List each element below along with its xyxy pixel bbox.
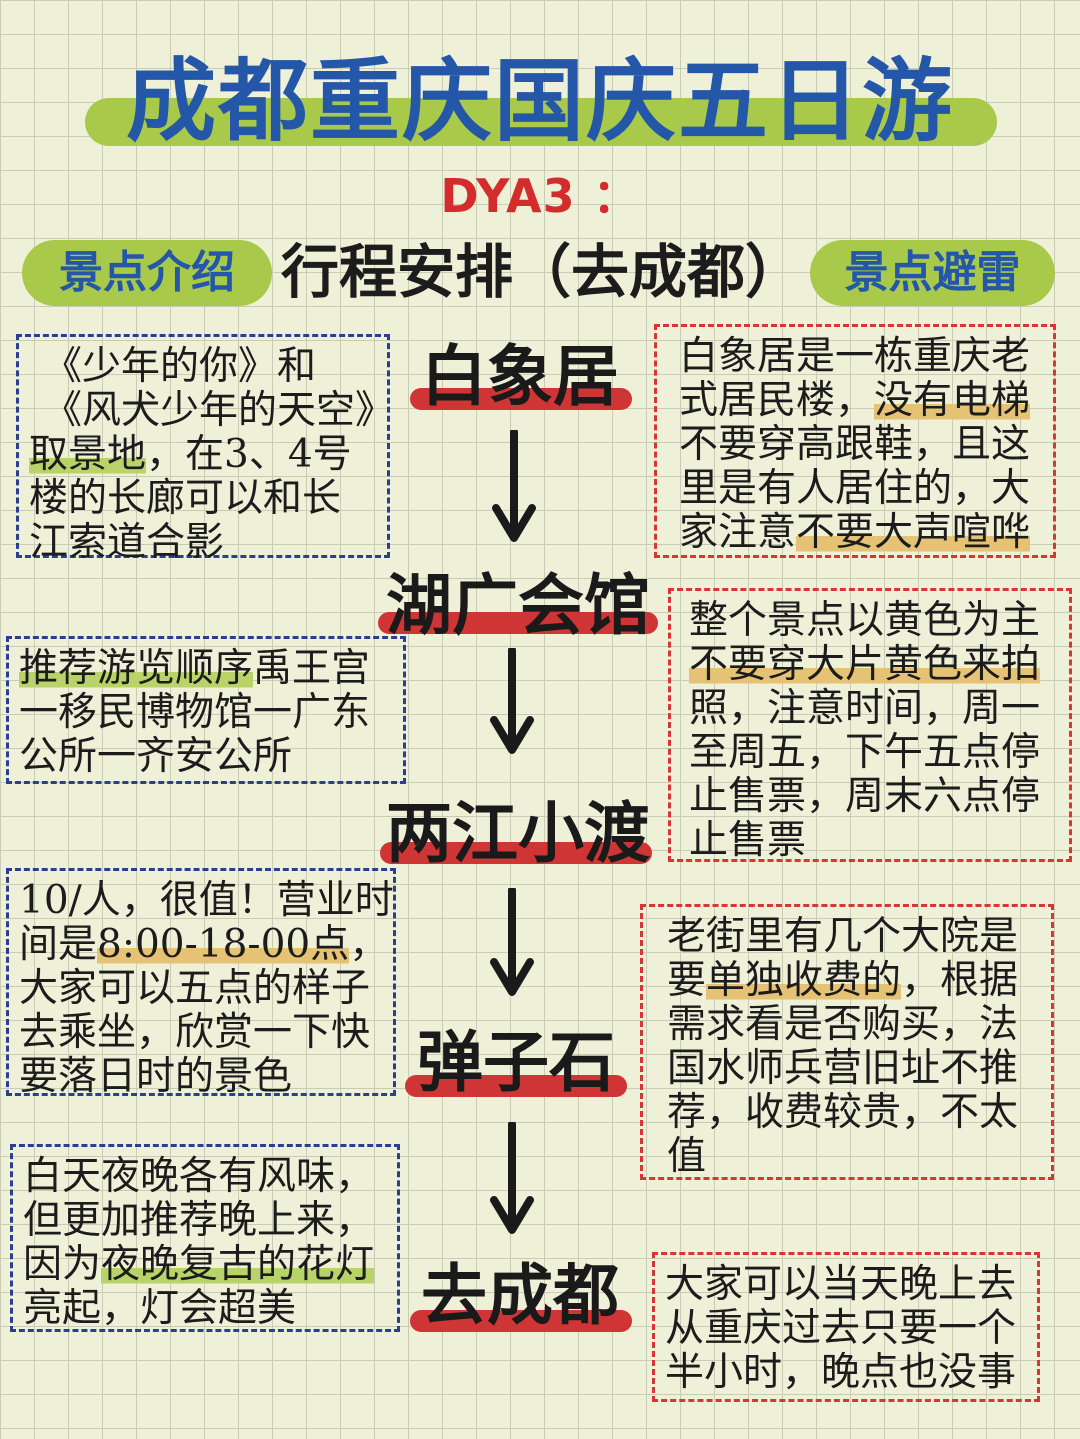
intro-text: 《少年的你》和 bbox=[43, 344, 317, 389]
tip-highlight: 单独收费的 bbox=[706, 958, 902, 1003]
tip-text: 不要穿高跟鞋，且这 bbox=[679, 422, 1031, 467]
intro-text: 一移民博物馆一广东 bbox=[19, 690, 371, 735]
stop-huguang-huiguan: 湖广会馆 bbox=[386, 566, 650, 644]
intro-box-liangjiang: 10/人，很值！营业时 间是8:00-18-00点， 大家可以五点的样子 去乘坐… bbox=[6, 868, 396, 1099]
intro-highlight: 夜晚复古的花灯 bbox=[101, 1242, 375, 1287]
intro-text: 但更加推荐晚上来， bbox=[23, 1198, 375, 1243]
intro-text: 白天夜晚各有风味， bbox=[23, 1154, 375, 1199]
intro-text: ， bbox=[349, 922, 389, 967]
tip-text: 大家可以当天晚上去 bbox=[665, 1262, 1017, 1307]
intro-text: 亮起，灯会超美 bbox=[23, 1286, 297, 1331]
tip-box-baixiangju: 白象居是一栋重庆老 式居民楼，没有电梯 不要穿高跟鞋，且这 里是有人居住的，大 … bbox=[654, 324, 1056, 558]
tip-text: 白象居是一栋重庆老 bbox=[679, 334, 1031, 379]
intro-box-danzishi: 白天夜晚各有风味， 但更加推荐晚上来， 因为夜晚复古的花灯 亮起，灯会超美 bbox=[10, 1144, 400, 1332]
day-label: DYA3 ： bbox=[440, 169, 640, 223]
down-arrow-icon bbox=[490, 888, 534, 996]
intro-text: ，在3、4号 bbox=[146, 432, 352, 477]
intro-box-baixiangju: 《少年的你》和 《风犬少年的天空》 取景地，在3、4号 楼的长廊可以和长 江索道… bbox=[16, 334, 394, 565]
stop-underline bbox=[410, 1310, 632, 1332]
tip-box-danzishi: 老街里有几个大院是 要单独收费的，根据 需求看是否购买，法 国水师兵营旧址不推 … bbox=[640, 904, 1054, 1180]
down-arrow-icon bbox=[490, 1122, 534, 1234]
intro-text: 大家可以五点的样子 bbox=[19, 966, 371, 1011]
tips-pill: 景点避雷 bbox=[810, 240, 1055, 306]
tip-text: 里是有人居住的，大 bbox=[679, 466, 1031, 511]
intro-text: 10/人，很值！营业时 bbox=[19, 878, 394, 923]
itinerary-header: 行程安排（去成都） bbox=[280, 238, 803, 306]
tip-text: 整个景点以黄色为主 bbox=[689, 598, 1041, 643]
down-arrow-icon bbox=[492, 430, 536, 542]
stop-liangjiang-xiaodu: 两江小渡 bbox=[386, 794, 650, 872]
stop-qu-chengdu: 去成都 bbox=[421, 1256, 619, 1334]
tip-text: 止售票，周末六点停 bbox=[689, 774, 1041, 819]
tip-box-huguang: 整个景点以黄色为主 不要穿大片黄色来拍 照，注意时间，周一 至周五，下午五点停 … bbox=[668, 588, 1072, 863]
stop-underline bbox=[405, 1075, 627, 1097]
tip-text: 从重庆过去只要一个 bbox=[665, 1306, 1017, 1351]
intro-text: 因为 bbox=[23, 1242, 102, 1287]
stop-underline bbox=[410, 388, 632, 410]
tip-text: 半小时，晚点也没事 bbox=[665, 1350, 1017, 1395]
tip-box-qu-chengdu: 大家可以当天晚上去 从重庆过去只要一个 半小时，晚点也没事 bbox=[652, 1252, 1040, 1402]
intro-text: 间是 bbox=[19, 922, 98, 967]
tip-text: 照，注意时间，周一 bbox=[689, 686, 1041, 731]
intro-highlight: 取景地 bbox=[29, 432, 147, 477]
tip-text: 需求看是否购买，法 bbox=[667, 1002, 1019, 1047]
tip-highlight: 不要穿大片黄色来拍 bbox=[689, 642, 1041, 687]
title-highlight bbox=[85, 98, 997, 146]
intro-text: 楼的长廊可以和长 bbox=[29, 476, 342, 521]
tip-text: 至周五，下午五点停 bbox=[689, 730, 1041, 775]
intro-text: 禹王宫 bbox=[253, 646, 371, 691]
stop-underline bbox=[380, 842, 652, 864]
stop-baixiangju: 白象居 bbox=[421, 337, 619, 415]
tip-text: 要 bbox=[667, 958, 707, 1003]
tip-text: 止售票 bbox=[689, 818, 807, 863]
tip-text: 荐，收费较贵，不太 bbox=[667, 1090, 1019, 1135]
tip-highlight: 没有电梯 bbox=[874, 378, 1031, 423]
page-title: 成都重庆国庆五日游 bbox=[126, 49, 954, 154]
intro-text: 公所一齐安公所 bbox=[19, 734, 293, 779]
tip-text: 家注意 bbox=[679, 510, 797, 555]
intro-pill: 景点介绍 bbox=[22, 240, 272, 306]
down-arrow-icon bbox=[490, 648, 534, 754]
tip-text: ，根据 bbox=[901, 958, 1019, 1003]
intro-box-huguang: 推荐游览顺序禹王宫 一移民博物馆一广东 公所一齐安公所 bbox=[6, 636, 406, 784]
tip-text: 值 bbox=[667, 1134, 707, 1179]
intro-text: 《风犬少年的天空》 bbox=[43, 388, 395, 433]
intro-text: 要落日时的景色 bbox=[19, 1054, 293, 1099]
tip-text: 国水师兵营旧址不推 bbox=[667, 1046, 1019, 1091]
stop-danzishi: 弹子石 bbox=[417, 1023, 615, 1101]
intro-text: 江索道合影 bbox=[29, 520, 225, 565]
tip-highlight: 不要大声喧哗 bbox=[796, 510, 1031, 555]
intro-text: 去乘坐，欣赏一下快 bbox=[19, 1010, 371, 1055]
intro-highlight: 8:00-18-00点 bbox=[97, 922, 350, 967]
intro-highlight: 推荐游览顺序 bbox=[19, 646, 254, 691]
tip-text: 式居民楼， bbox=[679, 378, 875, 423]
stop-underline bbox=[378, 612, 658, 634]
tip-text: 老街里有几个大院是 bbox=[667, 914, 1019, 959]
